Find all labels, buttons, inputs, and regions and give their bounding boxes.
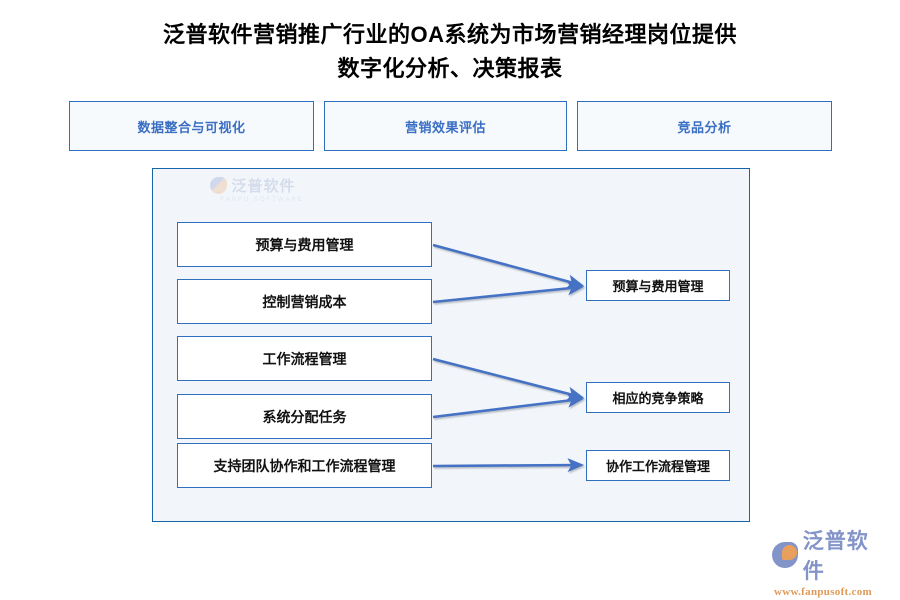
- node-label: 相应的竞争策略: [612, 391, 704, 406]
- left-node-system-task-assignment[interactable]: 系统分配任务: [177, 394, 432, 439]
- node-label: 预算与费用管理: [612, 279, 704, 294]
- node-label: 支持团队协作和工作流程管理: [213, 457, 396, 474]
- node-label: 系统分配任务: [262, 408, 347, 425]
- left-node-workflow-management[interactable]: 工作流程管理: [177, 336, 432, 381]
- node-label: 工作流程管理: [262, 350, 347, 367]
- brand-logo: 泛普软件 www.fanpusoft.com: [772, 530, 890, 598]
- fanpu-logo-icon: [772, 541, 798, 568]
- node-label: 预算与费用管理: [255, 236, 354, 253]
- node-label: 协作工作流程管理: [605, 459, 710, 474]
- header-category-label: 竞品分析: [677, 119, 732, 135]
- right-node-budget-expense[interactable]: 预算与费用管理: [586, 270, 730, 301]
- header-category-marketing-effect[interactable]: 营销效果评估: [324, 101, 567, 151]
- left-node-team-collaboration[interactable]: 支持团队协作和工作流程管理: [177, 443, 432, 488]
- left-node-budget-expense[interactable]: 预算与费用管理: [177, 222, 432, 267]
- header-category-row: 数据整合与可视化 营销效果评估 竞品分析: [69, 101, 832, 151]
- brand-logo-row: 泛普软件: [772, 525, 890, 585]
- node-label: 控制营销成本: [262, 293, 347, 310]
- brand-url: www.fanpusoft.com: [774, 585, 872, 598]
- header-category-data-integration[interactable]: 数据整合与可视化: [69, 101, 314, 151]
- header-category-label: 数据整合与可视化: [137, 119, 246, 135]
- page-title-line-1: 泛普软件营销推广行业的OA系统为市场营销经理岗位提供: [162, 22, 737, 47]
- brand-name: 泛普软件: [802, 529, 869, 583]
- right-node-competitive-strategy[interactable]: 相应的竞争策略: [586, 382, 730, 413]
- page-title: 泛普软件营销推广行业的OA系统为市场营销经理岗位提供 数字化分析、决策报表: [60, 18, 840, 86]
- header-category-label: 营销效果评估: [404, 119, 486, 135]
- header-category-competitor-analysis[interactable]: 竞品分析: [577, 101, 832, 151]
- left-node-control-marketing-cost[interactable]: 控制营销成本: [177, 279, 432, 324]
- right-node-collaborative-workflow[interactable]: 协作工作流程管理: [586, 450, 730, 481]
- page-title-line-2: 数字化分析、决策报表: [337, 56, 563, 81]
